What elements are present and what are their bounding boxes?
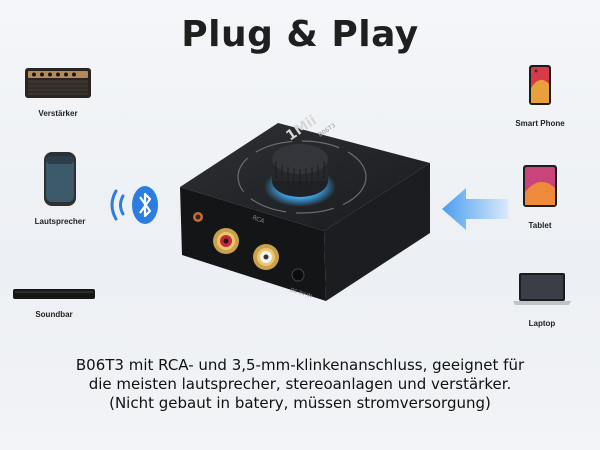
tablet-icon <box>523 165 557 207</box>
device-soundbar: Soundbar <box>10 287 98 319</box>
product-device: 1Mii B06T3 RCA DC 5V IN <box>180 112 430 301</box>
port-rca-label: RCA <box>251 214 266 225</box>
arrow-left-icon <box>442 188 508 230</box>
device-label: Smart Phone <box>515 119 565 128</box>
page-title: Plug & Play <box>181 14 419 55</box>
caption-line: (Nicht gebaut in batery, müssen stromver… <box>109 394 491 412</box>
soundbar-icon <box>13 289 95 299</box>
bluetooth-icon <box>110 186 158 224</box>
device-tablet: Tablet <box>500 164 580 230</box>
device-label: Tablet <box>528 221 552 230</box>
product-caption: B06T3 mit RCA- und 3,5-mm-klinkenanschlu… <box>0 356 600 413</box>
caption-line: B06T3 mit RCA- und 3,5-mm-klinkenanschlu… <box>75 356 525 374</box>
device-label: Soundbar <box>35 310 73 319</box>
device-smartphone: Smart Phone <box>502 64 578 128</box>
caption-line: die meisten lautsprecher, stereoanlagen … <box>88 375 512 393</box>
device-speaker: Lautsprecher <box>20 150 100 226</box>
device-label: Verstärker <box>38 109 78 118</box>
smartphone-icon <box>529 65 551 105</box>
device-amplifier: Verstärker <box>18 66 98 118</box>
device-label: Lautsprecher <box>34 217 86 226</box>
laptop-icon <box>513 273 571 305</box>
device-label: Laptop <box>528 319 556 328</box>
speaker-icon <box>44 152 76 206</box>
amplifier-icon <box>25 68 91 98</box>
device-laptop: Laptop <box>500 272 584 328</box>
